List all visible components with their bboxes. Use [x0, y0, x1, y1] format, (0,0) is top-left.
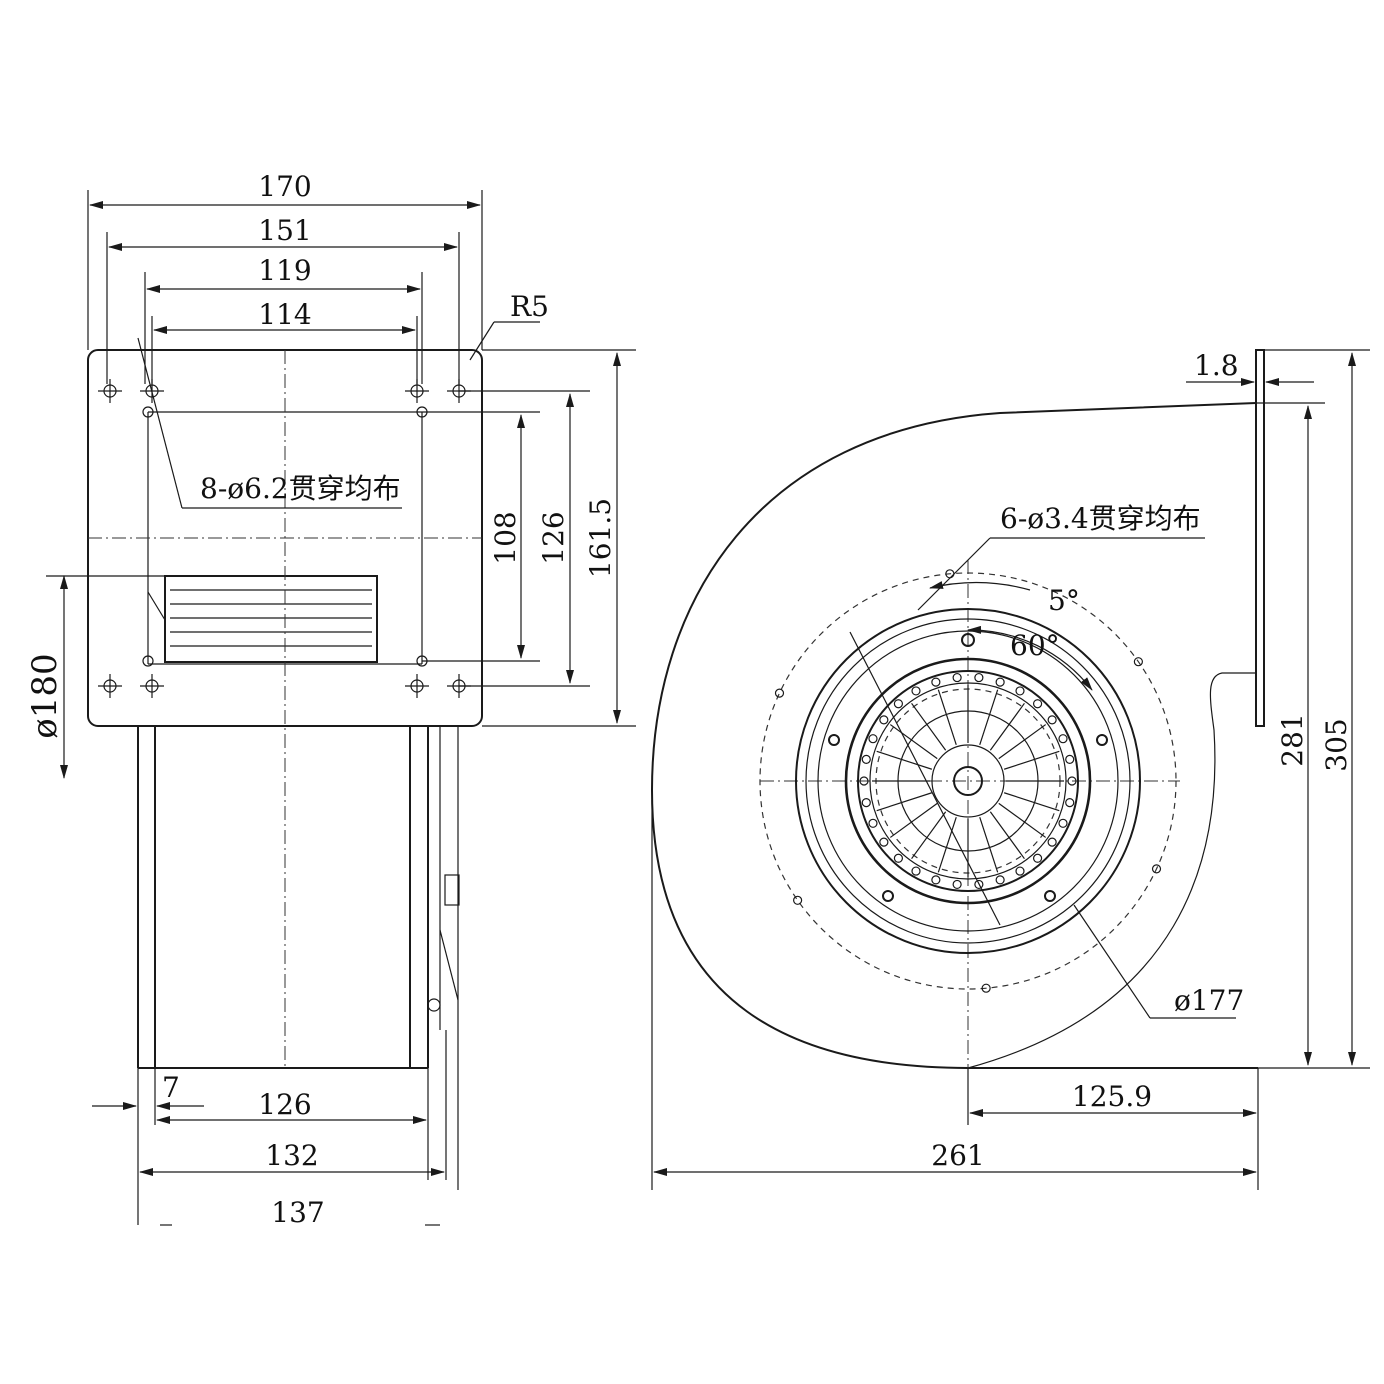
- volute-housing: [650, 402, 1258, 1069]
- hub-hole: [974, 879, 984, 890]
- dim-114: 114: [258, 298, 311, 331]
- hub-spoke: [979, 816, 999, 873]
- bolt-holes: [774, 569, 1162, 993]
- hub-hole: [879, 715, 889, 725]
- hub-hole: [952, 672, 962, 683]
- dim-7: 7: [162, 1071, 180, 1104]
- bolt-hole: [1151, 864, 1162, 874]
- hub-spoke: [876, 792, 933, 812]
- hub-hole: [861, 754, 871, 764]
- dim-132: 132: [265, 1139, 318, 1172]
- dim-1-8: 1.8: [1194, 349, 1239, 382]
- hub-hole: [995, 677, 1005, 687]
- hub-hole: [1047, 715, 1057, 725]
- hub-spokes: [872, 685, 1064, 877]
- hub-hole: [1032, 853, 1043, 863]
- dim-dia-177: ø177: [1174, 984, 1244, 1017]
- hub-hole: [893, 853, 904, 863]
- dim-137: 137: [271, 1196, 324, 1229]
- hub-hole: [952, 879, 962, 890]
- hub-hole: [931, 677, 941, 687]
- hub-spoke: [979, 689, 999, 746]
- hub-spoke: [889, 802, 938, 838]
- hub-hole: [1015, 866, 1025, 876]
- dim-305: 305: [1320, 718, 1353, 771]
- hub-spoke: [937, 816, 957, 873]
- dim-119: 119: [258, 254, 311, 287]
- hub-hole: [911, 686, 921, 696]
- hub-spoke: [937, 689, 957, 746]
- bolt-hole: [774, 688, 785, 698]
- hub-hole: [861, 798, 871, 808]
- hub-hole: [995, 875, 1005, 885]
- hub-hole: [911, 866, 921, 876]
- hub-hole: [1065, 798, 1075, 808]
- dim-151: 151: [258, 214, 311, 247]
- hub-hole: [1058, 818, 1068, 828]
- hub-spoke: [998, 802, 1047, 838]
- angle-60: 60°: [1010, 629, 1060, 662]
- outlet-flange: [1255, 349, 1265, 727]
- hub-hole: [1032, 699, 1043, 709]
- hub-hole: [893, 699, 904, 709]
- hub-spoke: [989, 811, 1025, 860]
- dim-126-vertical: 126: [537, 511, 570, 564]
- hub-hole: [1067, 776, 1077, 786]
- hub-holes: [859, 672, 1077, 890]
- angle-5: 5°: [1048, 584, 1080, 617]
- radius-label: R5: [510, 290, 549, 323]
- dim-125-9: 125.9: [1072, 1080, 1152, 1113]
- hub-hole: [931, 875, 941, 885]
- front-hole-note: 8-ø6.2贯穿均布: [200, 472, 401, 505]
- hub-spoke: [1003, 792, 1060, 812]
- dim-170: 170: [258, 170, 311, 203]
- hub-hole: [859, 776, 869, 786]
- hub-spoke: [876, 750, 933, 770]
- dim-261: 261: [931, 1139, 984, 1172]
- dim-281: 281: [1276, 713, 1309, 766]
- bolt-hole: [981, 983, 991, 993]
- hub-spoke: [911, 811, 947, 860]
- dim-dia-180: ø180: [25, 653, 65, 738]
- hub-spoke: [989, 702, 1025, 751]
- hub-hole: [1015, 686, 1025, 696]
- bolt-circle: [759, 572, 1177, 990]
- dim-108: 108: [489, 511, 522, 564]
- front-view: 170 151 119 114 R5 8-ø6.2贯穿均布 108 126 16…: [25, 170, 636, 1229]
- impeller-blades: [164, 575, 378, 663]
- side-hole-note: 6-ø3.4贯穿均布: [1000, 502, 1201, 535]
- hub-spoke: [1003, 750, 1060, 770]
- side-view: 6-ø3.4贯穿均布 5° 60° ø177 1.8 281 305: [650, 349, 1370, 1190]
- dim-161-5: 161.5: [584, 498, 617, 578]
- hub-hole: [974, 672, 984, 683]
- hub-spoke: [911, 702, 947, 751]
- bolt-hole: [1133, 657, 1143, 667]
- hub-hole: [1047, 837, 1057, 847]
- hub-spoke: [889, 724, 938, 760]
- hub-hole: [868, 734, 878, 744]
- bolt-hole: [793, 895, 803, 905]
- hub-hole: [1065, 754, 1075, 764]
- hub-hole: [1058, 734, 1068, 744]
- hub-hole: [879, 837, 889, 847]
- hub-spoke: [998, 724, 1047, 760]
- dim-126-bottom: 126: [258, 1088, 311, 1121]
- hub-hole: [868, 818, 878, 828]
